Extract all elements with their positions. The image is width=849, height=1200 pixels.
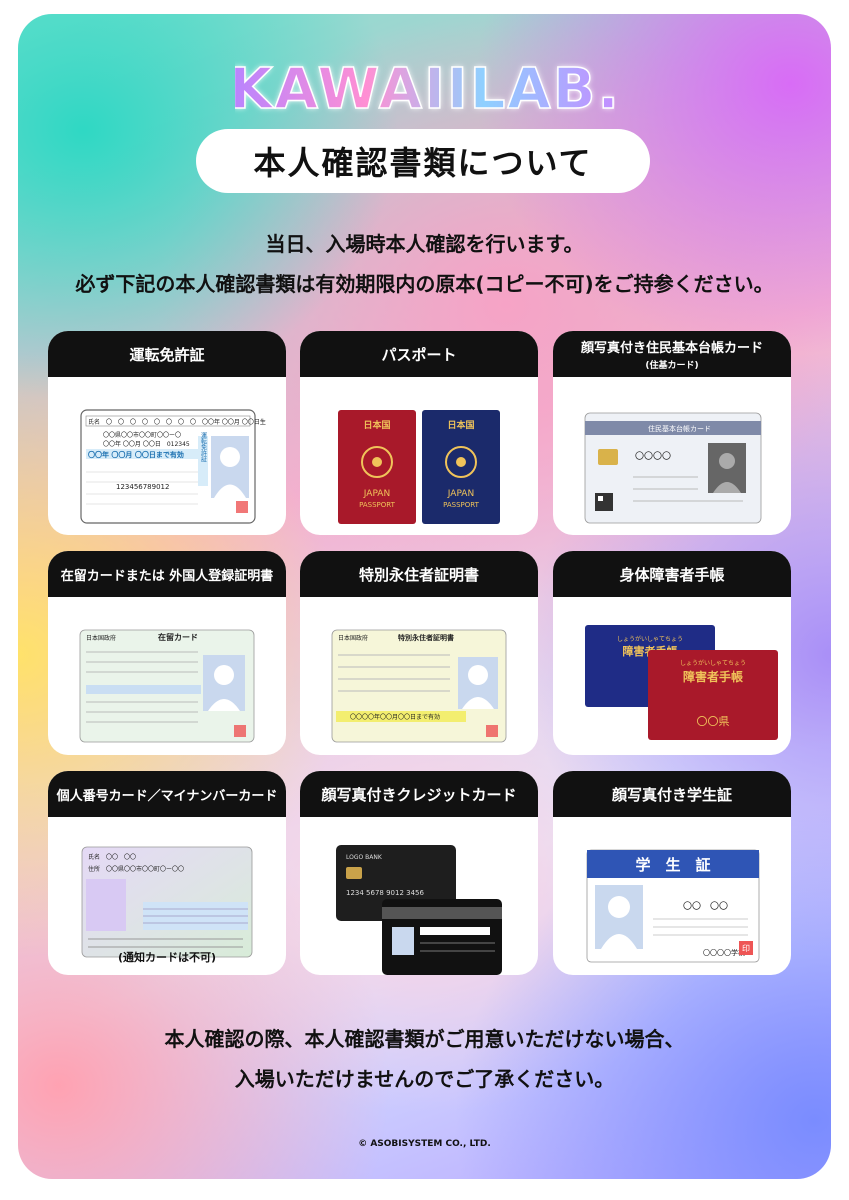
poster-background: KAWAIILAB. KAWAIILAB. 本人確認書類について 当日、入場時本… (18, 14, 831, 1179)
svg-text:〇〇県〇〇市〇〇町〇〇ー〇: 〇〇県〇〇市〇〇町〇〇ー〇 (103, 431, 181, 439)
svg-text:JAPAN: JAPAN (363, 489, 390, 499)
drivers-license-illustration: 氏名 〇 〇 〇 〇 〇 〇 〇 〇 〇〇年 〇〇月 〇〇日生 〇〇県〇〇市〇〇… (48, 377, 286, 535)
footer-line-1: 本人確認の際、本人確認書類がご用意いただけない場合、 (164, 1027, 685, 1051)
svg-text:しょうがいしゃてちょう: しょうがいしゃてちょう (617, 635, 683, 643)
svg-text:123456789012: 123456789012 (116, 483, 169, 491)
svg-text:〇〇〇〇: 〇〇〇〇 (635, 451, 671, 462)
doc-label: 顔写真付き学生証 (611, 785, 732, 804)
svg-text:KAWAIILAB.: KAWAIILAB. (235, 57, 615, 122)
doc-label: 個人番号カード／マイナンバーカード (56, 788, 278, 804)
svg-text:〇〇 〇〇: 〇〇 〇〇 (683, 901, 728, 912)
svg-text:〇〇年 〇〇月 〇〇日 012345: 〇〇年 〇〇月 〇〇日 012345 (103, 440, 190, 448)
svg-text:LOGO BANK: LOGO BANK (346, 854, 383, 861)
footer-notice: 本人確認の際、本人確認書類がご用意いただけない場合、 入場いただけませんのでご了… (18, 1019, 831, 1099)
shogai-techo-illustration: しょうがいしゃてちょう 障害者手帳 しょうがいしゃてちょう 障害者手帳 〇〇県 (553, 597, 791, 755)
doc-card-student-id: 顔写真付き学生証 学 生 証 〇〇 〇〇 〇〇〇〇学校 印 (553, 771, 791, 975)
intro-text: 当日、入場時本人確認を行います。 必ず下記の本人確認書類は有効期限内の原本(コピ… (18, 224, 831, 304)
copyright-text: © ASOBISYSTEM CO., LTD. (358, 1139, 491, 1149)
juki-card-illustration: 住民基本台帳カード 〇〇〇〇 (553, 377, 791, 535)
svg-text:日本国政府: 日本国政府 (338, 634, 368, 642)
svg-text:〇〇年 〇〇月 〇〇日まで有効: 〇〇年 〇〇月 〇〇日まで有効 (88, 450, 184, 459)
svg-text:PASSPORT: PASSPORT (443, 501, 480, 509)
tokubetsu-card-illustration: 日本国政府 特別永住者証明書 〇〇〇〇年〇〇月〇〇日まで有効 (300, 597, 538, 755)
mynumber-note: (通知カードは不可) (117, 951, 217, 964)
svg-text:障害者手帳: 障害者手帳 (683, 669, 743, 684)
doc-card-tokubetsu: 特別永住者証明書 日本国政府 特別永住者証明書 〇〇〇〇年〇〇月〇〇日まで有効 (300, 551, 538, 755)
svg-text:住民基本台帳カード: 住民基本台帳カード (648, 424, 711, 433)
doc-card-drivers-license: 運転免許証 氏名 〇 〇 〇 〇 〇 〇 〇 〇 〇〇年 〇〇月 〇〇日生 〇〇… (48, 331, 286, 535)
svg-text:しょうがいしゃてちょう: しょうがいしゃてちょう (680, 659, 746, 667)
svg-text:住所 〇〇県〇〇市〇〇町〇ー〇〇: 住所 〇〇県〇〇市〇〇町〇ー〇〇 (88, 865, 184, 873)
svg-text:氏名 〇 〇 〇 〇 〇 〇 〇 〇 〇〇年 〇〇月 〇〇日: 氏名 〇 〇 〇 〇 〇 〇 〇 〇 〇〇年 〇〇月 〇〇日生 (88, 418, 266, 426)
intro-line-2: 必ず下記の本人確認書類は有効期限内の原本(コピー不可)をご持参ください。 (75, 272, 774, 296)
doc-label: 顔写真付き住民基本台帳カード (580, 341, 763, 356)
svg-text:日本国: 日本国 (447, 419, 474, 431)
doc-card-juki: 顔写真付き住民基本台帳カード (住基カード) 住民基本台帳カード 〇〇〇〇 (553, 331, 791, 535)
svg-text:在留カード: 在留カード (158, 632, 198, 642)
svg-text:印: 印 (742, 944, 750, 953)
doc-label: 特別永住者証明書 (358, 565, 479, 584)
doc-label: 顔写真付きクレジットカード (321, 785, 517, 804)
zairyu-card-illustration: 日本国政府 在留カード (48, 597, 286, 755)
doc-sublabel: (住基カード) (645, 361, 699, 371)
mynumber-card-illustration: 氏名 〇〇 〇〇 住所 〇〇県〇〇市〇〇町〇ー〇〇 (48, 817, 286, 975)
doc-card-passport: パスポート 日本国 JAPAN PASSPORT 日本国 JAPAN PASSP… (300, 331, 538, 535)
doc-label: パスポート (381, 345, 457, 364)
credit-card-illustration: LOGO BANK 1234 5678 9012 3456 (300, 817, 538, 975)
doc-label: 身体障害者手帳 (619, 565, 725, 584)
doc-label: 在留カードまたは 外国人登録証明書 (60, 568, 274, 584)
kawaiilab-logo: KAWAIILAB. KAWAIILAB. (18, 54, 831, 124)
passport-illustration: 日本国 JAPAN PASSPORT 日本国 JAPAN PASSPORT (300, 377, 538, 535)
doc-label: 運転免許証 (129, 345, 205, 364)
svg-text:KAWAIILAB.: KAWAIILAB. (235, 57, 615, 122)
svg-text:〇〇〇〇学校: 〇〇〇〇学校 (703, 948, 745, 957)
intro-line-1: 当日、入場時本人確認を行います。 (265, 232, 584, 256)
svg-text:〇〇県: 〇〇県 (697, 715, 730, 728)
svg-text:日本国: 日本国 (363, 419, 390, 431)
svg-text:JAPAN: JAPAN (447, 489, 474, 499)
doc-card-zairyu: 在留カードまたは 外国人登録証明書 日本国政府 在留カード (48, 551, 286, 755)
svg-text:運転免許証: 運転免許証 (200, 432, 207, 463)
svg-text:1234 5678 9012 3456: 1234 5678 9012 3456 (346, 889, 424, 897)
svg-text:PASSPORT: PASSPORT (359, 501, 396, 509)
svg-text:学 生 証: 学 生 証 (635, 856, 710, 874)
doc-card-mynumber: 個人番号カード／マイナンバーカード 氏名 〇〇 〇〇 住所 〇〇県〇〇市〇〇町〇… (48, 771, 286, 975)
svg-text:特別永住者証明書: 特別永住者証明書 (398, 633, 454, 642)
doc-card-shogai-techo: 身体障害者手帳 しょうがいしゃてちょう 障害者手帳 しょうがいしゃてちょう 障害… (553, 551, 791, 755)
page-title: 本人確認書類について (196, 129, 650, 193)
svg-text:〇〇〇〇年〇〇月〇〇日まで有効: 〇〇〇〇年〇〇月〇〇日まで有効 (350, 713, 440, 721)
footer-line-2: 入場いただけませんのでご了承ください。 (234, 1067, 615, 1091)
student-id-illustration: 学 生 証 〇〇 〇〇 〇〇〇〇学校 印 (553, 817, 791, 975)
svg-text:日本国政府: 日本国政府 (86, 634, 116, 642)
doc-card-credit: 顔写真付きクレジットカード LOGO BANK 1234 5678 9012 3… (300, 771, 538, 975)
svg-text:氏名 〇〇 〇〇: 氏名 〇〇 〇〇 (88, 853, 136, 861)
